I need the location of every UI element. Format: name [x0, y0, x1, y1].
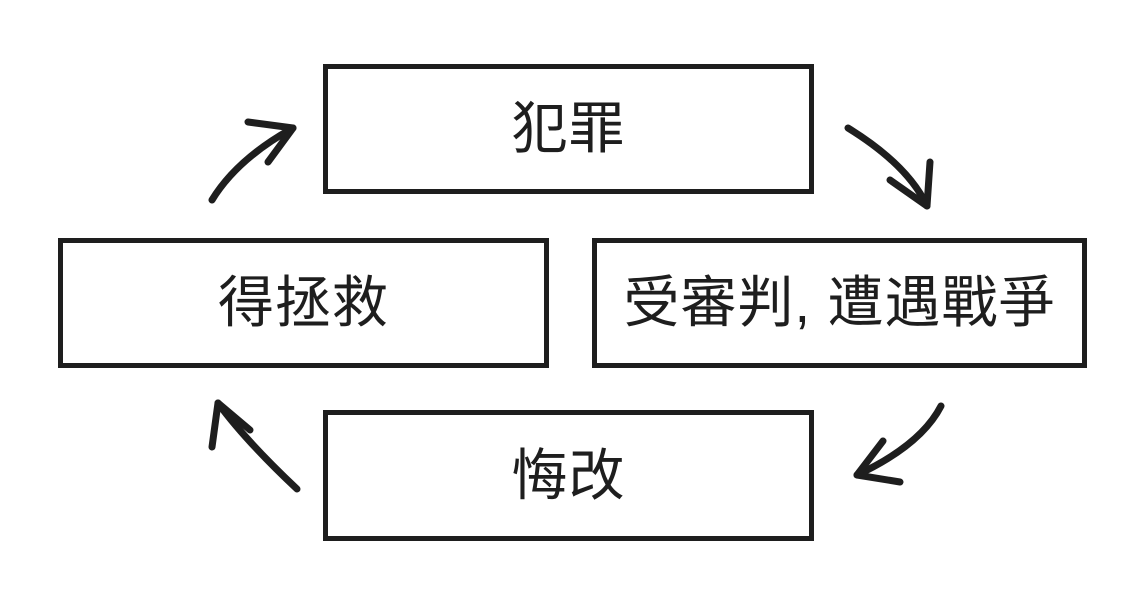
arrow-crime-to-judgment [844, 124, 934, 210]
arrow-repentance-to-salvation [208, 399, 301, 493]
arrow-shaft [208, 124, 297, 204]
arrow-judgment-to-repentance [853, 402, 945, 486]
arrow-head [244, 118, 297, 166]
node-judgment-war: 受審判, 遭遇戰爭 [592, 238, 1087, 368]
node-repentance: 悔改 [323, 410, 814, 541]
node-judgment-war-label: 受審判, 遭遇戰爭 [623, 271, 1056, 334]
arrow-shaft [214, 399, 301, 493]
arrow-shaft [844, 124, 931, 210]
arrow-shaft [853, 402, 945, 479]
node-repentance-label: 悔改 [511, 443, 626, 507]
arrow-salvation-to-crime [208, 118, 297, 204]
node-salvation: 得拯救 [58, 238, 549, 368]
node-crime: 犯罪 [323, 64, 814, 194]
arrow-head [886, 158, 934, 210]
node-crime-label: 犯罪 [511, 97, 626, 160]
node-salvation-label: 得拯救 [218, 271, 389, 334]
arrow-head [853, 437, 904, 486]
arrow-head [208, 399, 254, 451]
